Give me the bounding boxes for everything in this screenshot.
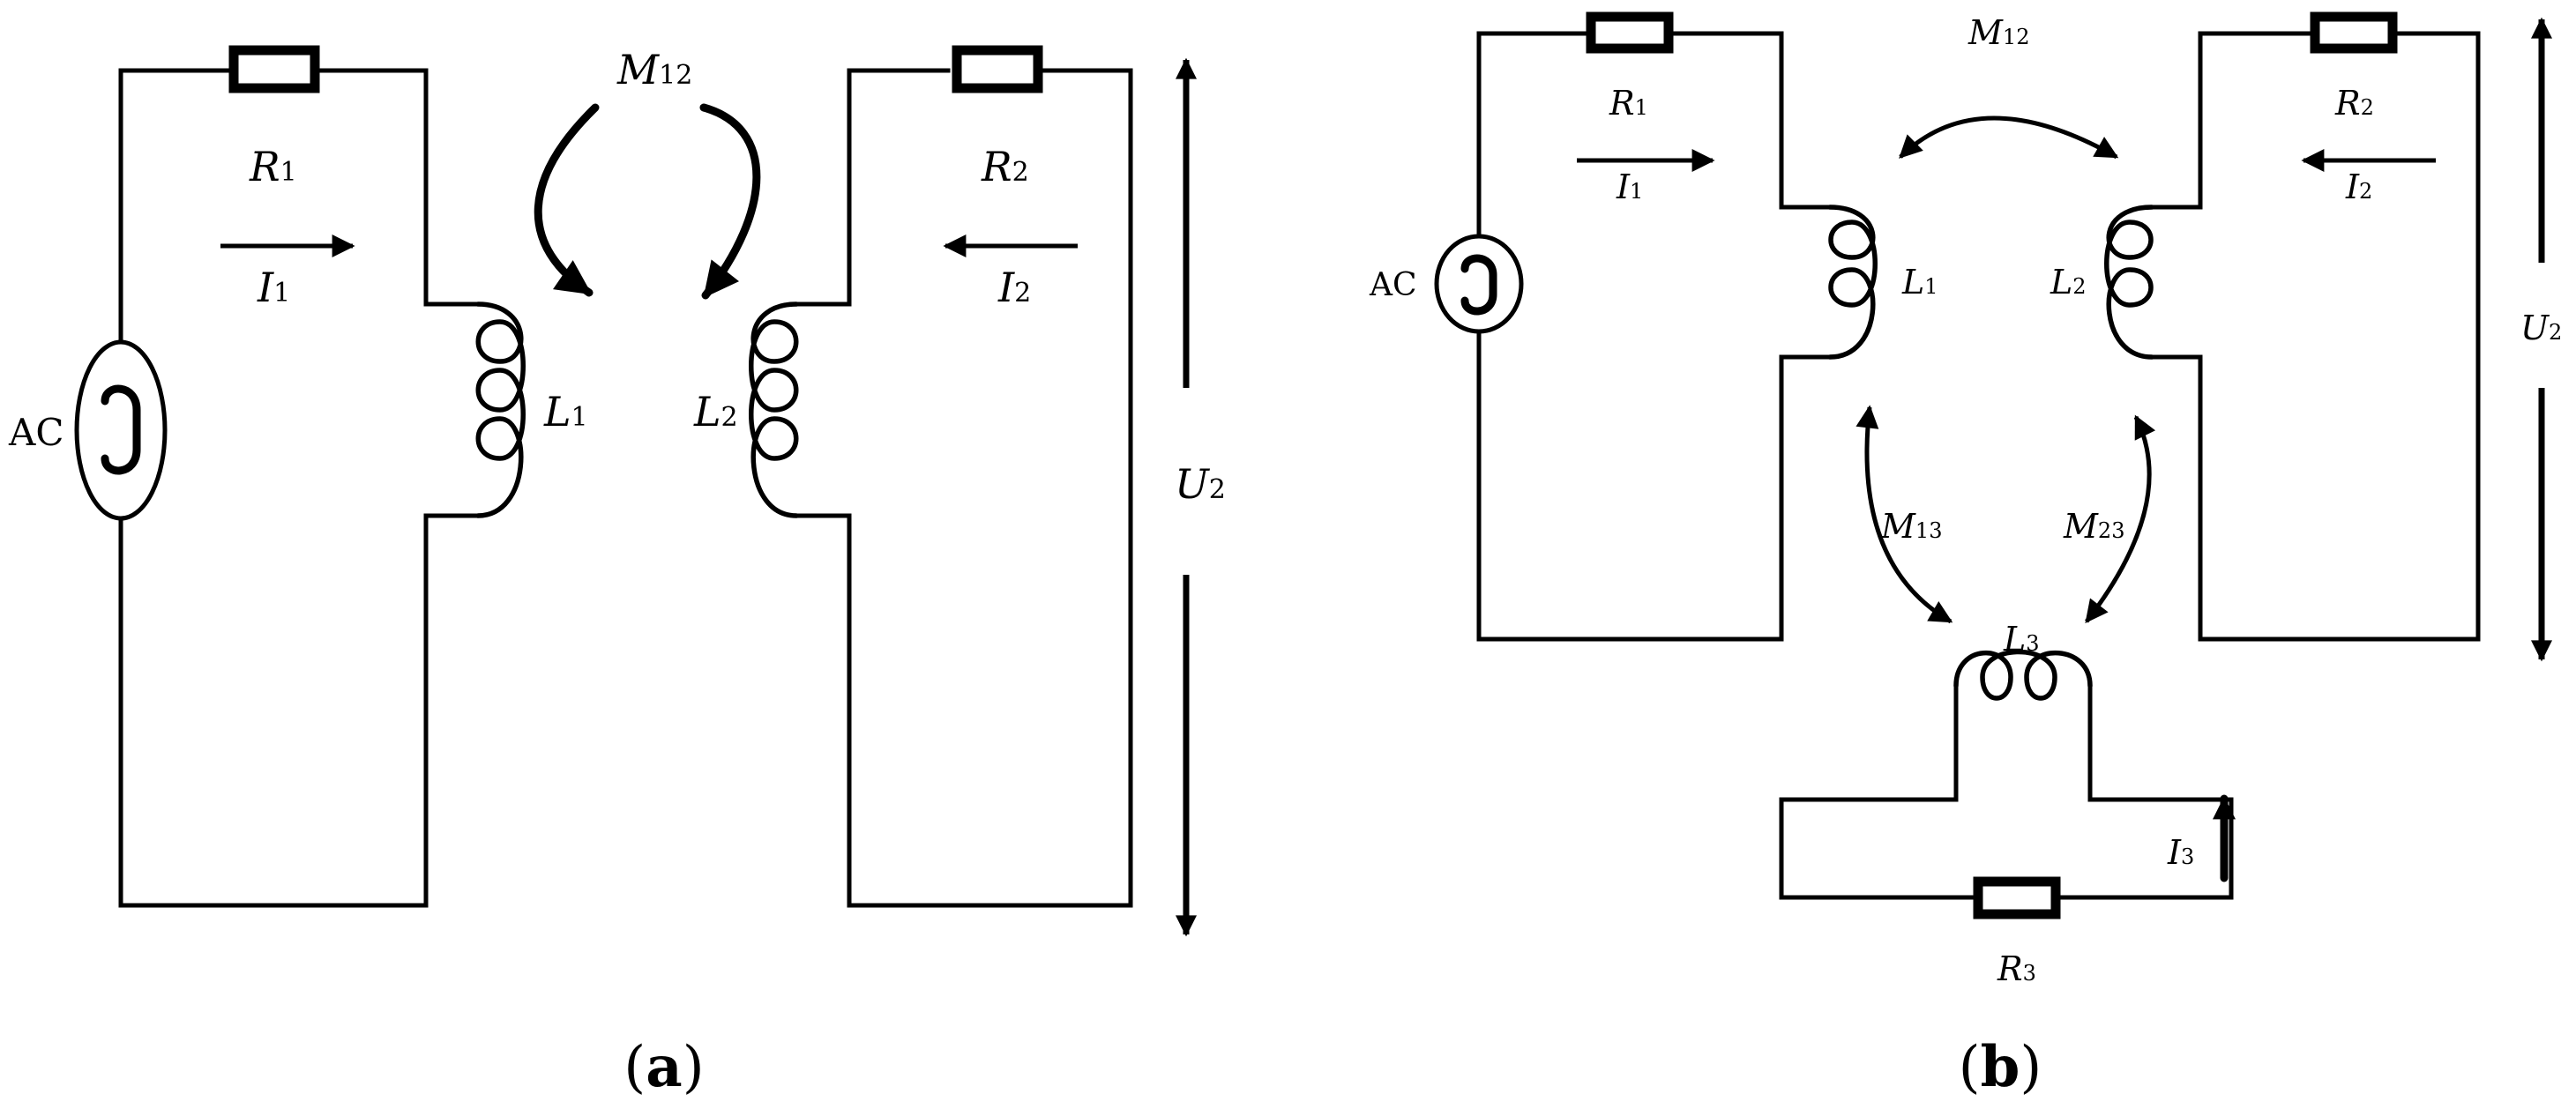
label-i1-b: I1 [1616,167,1643,206]
caption-a: (a) [623,1034,704,1100]
label-u2: U2 [1175,460,1226,508]
label-l3: L3 [2003,620,2040,659]
secondary-loop-wire [794,68,1133,908]
label-l2-b: L2 [2050,263,2087,301]
label-i1: I1 [257,264,290,311]
resistor-r1-b [1586,11,1674,54]
label-l1: L1 [543,388,588,435]
panel-b: AC R1 I1 L1 L2 M12 R2 I2 U2 M13 M23 L3 I… [1369,11,2562,1100]
inductor-l2 [749,301,799,518]
resistor-r3 [1973,876,2061,919]
label-r2-b: R2 [2334,84,2374,123]
source-label-ac: AC [8,411,63,454]
label-u2-b: U2 [2520,309,2562,347]
right-loop-wire [2149,31,2481,642]
mutual-arrow-m13 [1855,405,1953,624]
label-l1-b: L1 [1901,263,1938,301]
label-r1-b: R1 [1609,84,1648,123]
label-r2: R2 [981,143,1029,190]
label-m23: M23 [2063,507,2124,546]
label-m12-b: M12 [1967,13,2029,52]
panel-a: AC R1 I1 L1 L2 M12 R2 I2 U2 (a) [8,45,1226,1100]
source-label-ac-b: AC [1369,267,1417,303]
primary-loop-wire [118,68,481,908]
label-m13: M13 [1880,507,1942,546]
label-r3: R3 [1997,949,2036,988]
ac-source-b [1434,234,1524,334]
label-l2: L2 [693,388,738,435]
inductor-l3 [1953,649,2093,701]
label-m12: M12 [616,46,692,93]
mutual-arrow-m23 [2085,414,2156,624]
inductor-l1-b [1827,205,1878,360]
label-i2-b: I2 [2345,167,2372,206]
bottom-loop-wire [1779,683,2234,900]
left-loop-wire [1476,31,1833,642]
resistor-r1 [228,45,320,93]
resistor-r2 [952,45,1043,93]
sine-wave-icon [101,384,141,475]
mutual-arrow-m12 [1899,115,2119,160]
mutual-arrow-m12-left [534,103,600,297]
sine-wave-icon-b [1460,254,1497,316]
resistor-r2-b [2310,11,2398,54]
inductor-l1 [475,301,526,518]
inductor-l2-b [2104,205,2154,360]
label-i3: I3 [2167,833,2194,872]
ac-source [74,339,168,521]
label-r1: R1 [249,143,297,190]
caption-b: (b) [1959,1034,2042,1100]
label-i2: I2 [997,264,1031,311]
mutual-arrow-m12-right [699,103,761,300]
